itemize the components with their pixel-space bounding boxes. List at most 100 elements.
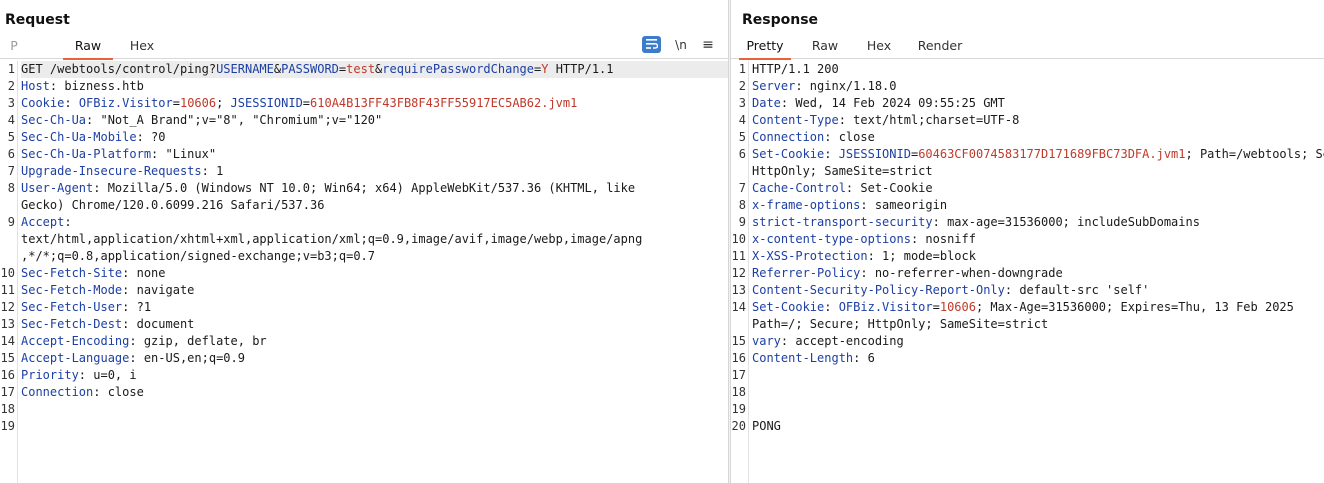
header-name: x-frame-options: [752, 198, 861, 212]
text-span: : none: [122, 266, 166, 280]
newline-toggle-button[interactable]: \n: [675, 38, 687, 52]
header-name: Cookie: [21, 96, 65, 110]
cookie-name: JSESSIONID: [838, 147, 911, 161]
text-span: :: [64, 96, 79, 110]
code-line: Date: Wed, 14 Feb 2024 09:55:25 GMT: [752, 95, 1324, 112]
line-number: 10: [731, 232, 746, 246]
text-span: :: [824, 300, 839, 314]
text-span: : close: [93, 385, 144, 399]
line-number: 20: [731, 419, 746, 433]
menu-icon[interactable]: ≡: [702, 37, 714, 53]
line-number: 2: [7, 79, 15, 93]
text-span: : nosniff: [910, 232, 976, 246]
cookie-value: 610A4B13FF43FB8F43FF55917EC5AB62.jvm1: [310, 96, 578, 110]
header-name: Server: [752, 79, 796, 93]
tab-hex[interactable]: Hex: [866, 38, 892, 53]
text-span: ; Max-Age=31536000; Expires=Thu, 13 Feb …: [975, 300, 1294, 314]
line-number: 13: [731, 283, 746, 297]
header-name: User-Agent: [21, 181, 94, 195]
line-number: [731, 316, 746, 333]
code-line: [752, 401, 1324, 418]
line-number: 8: [7, 181, 15, 195]
tab-hex[interactable]: Hex: [129, 38, 155, 53]
line-number: 3: [7, 96, 15, 110]
word-wrap-button[interactable]: [642, 36, 661, 53]
text-span: =: [338, 62, 347, 76]
line-number: 1: [738, 62, 746, 76]
header-name: Accept: [21, 215, 65, 229]
code-line: Sec-Fetch-Mode: navigate: [21, 282, 728, 299]
tab-pretty[interactable]: Pretty: [739, 35, 791, 60]
line-number: 19: [0, 419, 15, 433]
code-line: Sec-Fetch-Site: none: [21, 265, 728, 282]
code-line: Content-Length: 6: [752, 350, 1324, 367]
line-number: 9: [738, 215, 746, 229]
text-span: : ?0: [136, 130, 166, 144]
header-name: Date: [752, 96, 781, 110]
text-span: : gzip, deflate, br: [129, 334, 267, 348]
header-name: Host: [21, 79, 50, 93]
text-span: GET /webtools/control/ping?: [21, 62, 217, 76]
text-span: &: [273, 62, 282, 76]
code-line: PONG: [752, 418, 1324, 435]
code-line: Set-Cookie: JSESSIONID=60463CF0074583177…: [752, 146, 1324, 163]
header-name: Sec-Ch-Ua-Platform: [21, 147, 152, 161]
text-span: :: [64, 215, 72, 229]
text-span: : u=0, i: [78, 368, 137, 382]
text-span: =: [534, 62, 542, 76]
code-line: Server: nginx/1.18.0: [752, 78, 1324, 95]
line-number: 4: [738, 113, 746, 127]
line-number: 18: [731, 385, 746, 399]
header-name: x-content-type-options: [752, 232, 911, 246]
tab-raw[interactable]: Raw: [811, 38, 839, 53]
line-number: 15: [0, 351, 15, 365]
pane-splitter[interactable]: [728, 0, 731, 483]
text-span: ,*/*;q=0.8,application/signed-exchange;v…: [21, 249, 376, 263]
request-title: Request: [5, 12, 70, 28]
text-span: : Wed, 14 Feb 2024 09:55:25 GMT: [780, 96, 1005, 110]
tab-pretty-collapsed[interactable]: P: [10, 38, 18, 53]
line-number: [731, 163, 746, 180]
line-number: 2: [738, 79, 746, 93]
text-span: : 6: [853, 351, 875, 365]
text-span: : ?1: [122, 300, 152, 314]
header-name: Priority: [21, 368, 79, 382]
text-span: HTTP/1.1 200: [752, 62, 839, 76]
text-span: HttpOnly; SameSite=strict: [752, 164, 933, 178]
header-name: Cache-Control: [752, 181, 846, 195]
param-value: Y: [541, 62, 549, 76]
response-tabbar: Pretty Raw Hex Render: [731, 35, 1324, 60]
text-span: : navigate: [122, 283, 195, 297]
line-number: 12: [731, 266, 746, 280]
header-name: Accept-Encoding: [21, 334, 130, 348]
line-number: [0, 248, 15, 265]
text-span: : close: [824, 130, 875, 144]
code-line: Accept-Language: en-US,en;q=0.9: [21, 350, 728, 367]
line-number: 17: [0, 385, 15, 399]
code-line: Sec-Fetch-Dest: document: [21, 316, 728, 333]
text-span: HTTP/1.1: [548, 62, 614, 76]
text-span: : sameorigin: [860, 198, 948, 212]
request-tabbar: P Raw Hex: [0, 35, 728, 60]
code-line: HttpOnly; SameSite=strict: [752, 163, 1324, 180]
tab-raw[interactable]: Raw: [63, 35, 113, 60]
header-name: Content-Security-Policy-Report-Only: [752, 283, 1005, 297]
text-span: PONG: [752, 419, 781, 433]
line-number: 7: [738, 181, 746, 195]
line-number: 8: [738, 198, 746, 212]
line-number: 15: [731, 334, 746, 348]
code-line: Content-Security-Policy-Report-Only: def…: [752, 282, 1324, 299]
tab-render[interactable]: Render: [917, 38, 963, 53]
line-number: 13: [0, 317, 15, 331]
text-span: : nginx/1.18.0: [795, 79, 897, 93]
header-name: Sec-Ch-Ua-Mobile: [21, 130, 137, 144]
cookie-name: OFBiz.Visitor: [838, 300, 933, 314]
text-span: ;: [216, 96, 231, 110]
code-line: vary: accept-encoding: [752, 333, 1324, 350]
code-line: Cache-Control: Set-Cookie: [752, 180, 1324, 197]
code-line: [752, 384, 1324, 401]
